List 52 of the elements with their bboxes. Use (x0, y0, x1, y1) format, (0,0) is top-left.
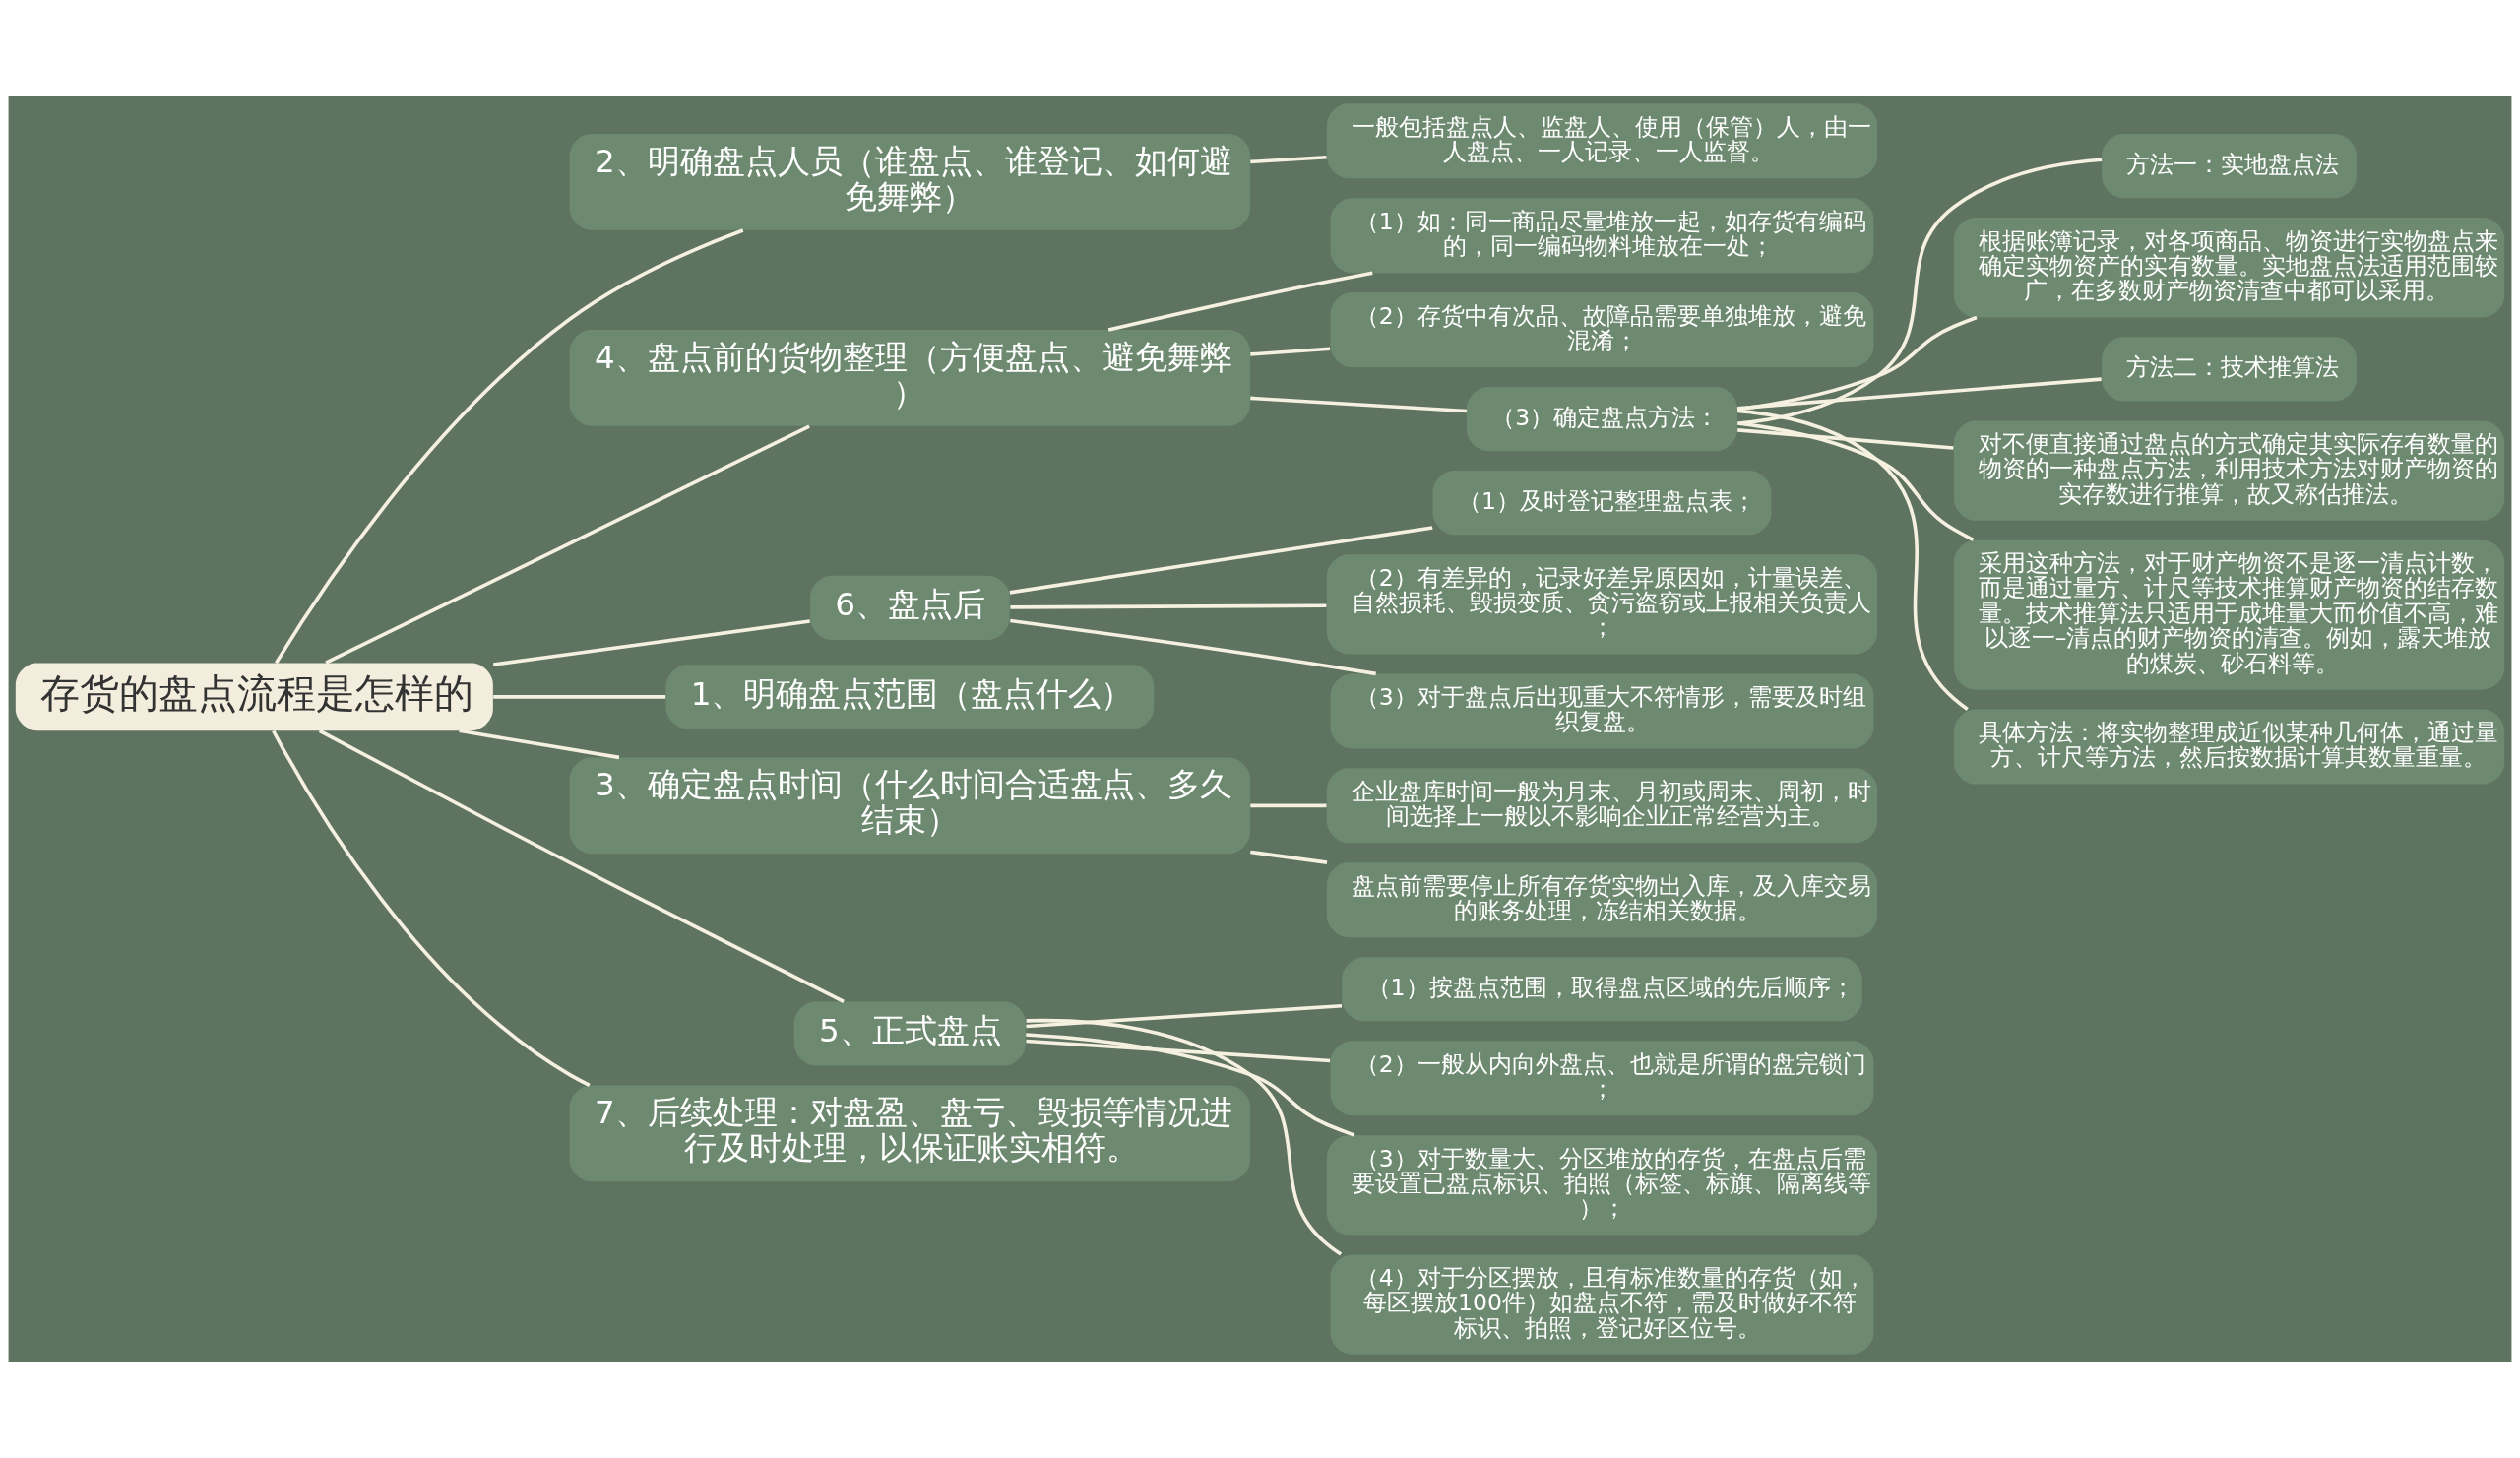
connector (1250, 347, 1331, 356)
connector (1737, 421, 1975, 541)
node-box: （4）对于分区摆放，且有标准数量的存货（如，每区摆放100件）如盘点不符，需及时做好不符标识、拍照，登记好区位号。 (1330, 1254, 1874, 1355)
connector (1107, 271, 1373, 332)
connector (1737, 158, 2103, 425)
node-box: 6、盘点后 (810, 575, 1010, 640)
connector (1737, 409, 1969, 712)
connector (1026, 1033, 1355, 1137)
connector (1737, 428, 1954, 450)
node-box: 对不便直接通过盘点的方式确定其实际存有数量的物资的一种盘点方法，利用技术方法对财产物资的实存数进行推算，故又称估推法。 (1953, 420, 2505, 521)
node-box: （3）对于盘点后出现重大不符情形，需要及时组织复盘。 (1330, 673, 1874, 749)
node-box: 方法一：实地盘点法 (2102, 134, 2357, 199)
connector (1010, 603, 1327, 609)
node-box: 根据账簿记录，对各项商品、物资进行实物盘点来确定实物资产的实有数量。实地盘点法适用范围较广，在多数财产物资清查中都可以采用。 (1953, 218, 2505, 318)
node-box: （1）按盘点范围，取得盘点区域的先后顺序； (1342, 957, 1862, 1022)
connector (1250, 803, 1327, 808)
node-box: （1）及时登记整理盘点表； (1432, 471, 1772, 536)
connector (318, 729, 845, 1003)
connector (272, 729, 591, 1087)
node-box: （3）对于数量大、分区堆放的存货，在盘点后需要设置已盘点标识、拍照（标签、标旗、隔离线等）； (1326, 1135, 1878, 1236)
node-box: （1）如：同一商品尽量堆放一起，如存货有编码的，同一编码物料堆放在一处； (1330, 198, 1874, 274)
connector (1026, 1003, 1343, 1029)
node-box: 采用这种方法，对于财产物资不是逐一清点计数，而是通过量方、计尺等技术推算财产物资的结存数量。技术推算法只适用于成堆量大而价值不高，难以逐一–清点的财产物资的清查。例如，露天堆放的煤炭、砂石料等。 (1953, 539, 2505, 690)
node-box: 方法二：技术推算法 (2102, 337, 2357, 402)
node-box: 7、后续处理：对盘盈、盘亏、毁损等情况进行及时处理，以保证账实相符。 (569, 1085, 1251, 1182)
connector (1026, 1018, 1343, 1256)
connector (493, 695, 666, 699)
connector (274, 228, 744, 665)
node-box: 存货的盘点流程是怎样的 (15, 663, 493, 731)
node-box: （2）一般从内向外盘点、也就是所谓的盘完锁门； (1330, 1041, 1874, 1116)
connector (1250, 850, 1328, 864)
node-box: 具体方法：将实物整理成近似某种几何体，通过量方、计尺等方法，然后按数据计算其数量重量。 (1953, 709, 2505, 785)
connector (325, 424, 810, 665)
connector (1010, 618, 1376, 676)
connector (1026, 1039, 1331, 1063)
node-box: 1、明确盘点范围（盘点什么） (665, 665, 1155, 729)
connector (492, 619, 810, 666)
node-box: 盘点前需要停止所有存货实物出入库，及入库交易的账务处理，冻结相关数据。 (1326, 862, 1878, 938)
connector (1250, 156, 1327, 164)
node-box: 5、正式盘点 (793, 1001, 1026, 1066)
node-box: 2、明确盘点人员（谁盘点、谁登记、如何避免舞弊） (569, 134, 1251, 230)
node-box: （2）存货中有次品、故障品需要单独堆放，避免混淆； (1330, 292, 1874, 368)
connector (1737, 377, 2102, 411)
node-box: 3、确定盘点时间（什么时间合适盘点、多久结束） (569, 757, 1251, 855)
connector (1250, 396, 1468, 413)
node-box: （2）有差异的，记录好差异原因如，计量误差、自然损耗、毁损变质、贪污盗窃或上报相关负责人； (1326, 554, 1878, 655)
connector (1009, 526, 1433, 595)
node-box: 一般包括盘点人、监盘人、使用（保管）人，由一人盘点、一人记录、一人监督。 (1326, 103, 1878, 179)
node-box: 企业盘库时间一般为月末、月初或周末、周初，时间选择上一般以不影响企业正常经营为主。 (1326, 768, 1878, 844)
node-box: 4、盘点前的货物整理（方便盘点、避免舞弊） (569, 330, 1251, 426)
node-box: （3）确定盘点方法： (1466, 387, 1738, 452)
connector (459, 729, 620, 760)
